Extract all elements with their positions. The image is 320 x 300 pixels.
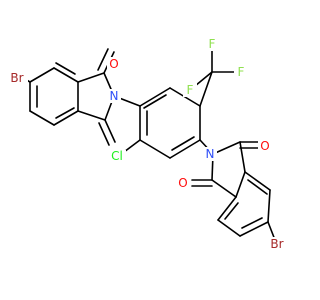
bond [53,110,79,126]
bond [77,72,105,83]
oxygen-label: O [260,139,269,153]
bond [235,171,246,198]
bond [211,179,237,198]
bond [217,219,241,237]
bond [55,107,75,119]
nitrogen-label: N [206,147,215,161]
bond-layer [17,46,276,241]
bond [98,122,110,146]
fluorine-label: F [209,37,216,51]
bond [169,139,201,159]
bond [97,48,109,71]
bond [29,67,55,83]
bond [143,94,167,109]
bond [104,119,116,143]
bond [77,110,106,121]
bond [247,179,268,195]
oxygen-label: O [178,176,187,190]
bond [29,110,55,126]
bond [53,67,79,83]
bond [212,141,241,155]
molecule-structure-diagram: O N O Br Cl F F F N O O Br [6,37,288,251]
bond [267,189,271,223]
chlorine-label: Cl [111,149,123,163]
bond [224,202,239,220]
fluorine-label: F [187,83,194,97]
bond [239,141,246,173]
bond [199,71,213,107]
bond [194,71,213,87]
bond [239,221,269,237]
bromine-label: Br [270,237,283,251]
fluorine-label: F [238,65,245,79]
oxygen-label: O [109,57,118,71]
bromine-label: Br [10,71,23,85]
bond [139,87,171,107]
bond [139,139,171,159]
bond [171,136,195,151]
bond [244,171,271,191]
bond [217,196,237,221]
bond [123,139,141,153]
atom-label-layer: O N O Br Cl F F F N O O Br [6,37,288,251]
bond [55,62,76,75]
bond [241,217,263,229]
nitrogen-label: N [110,89,119,103]
